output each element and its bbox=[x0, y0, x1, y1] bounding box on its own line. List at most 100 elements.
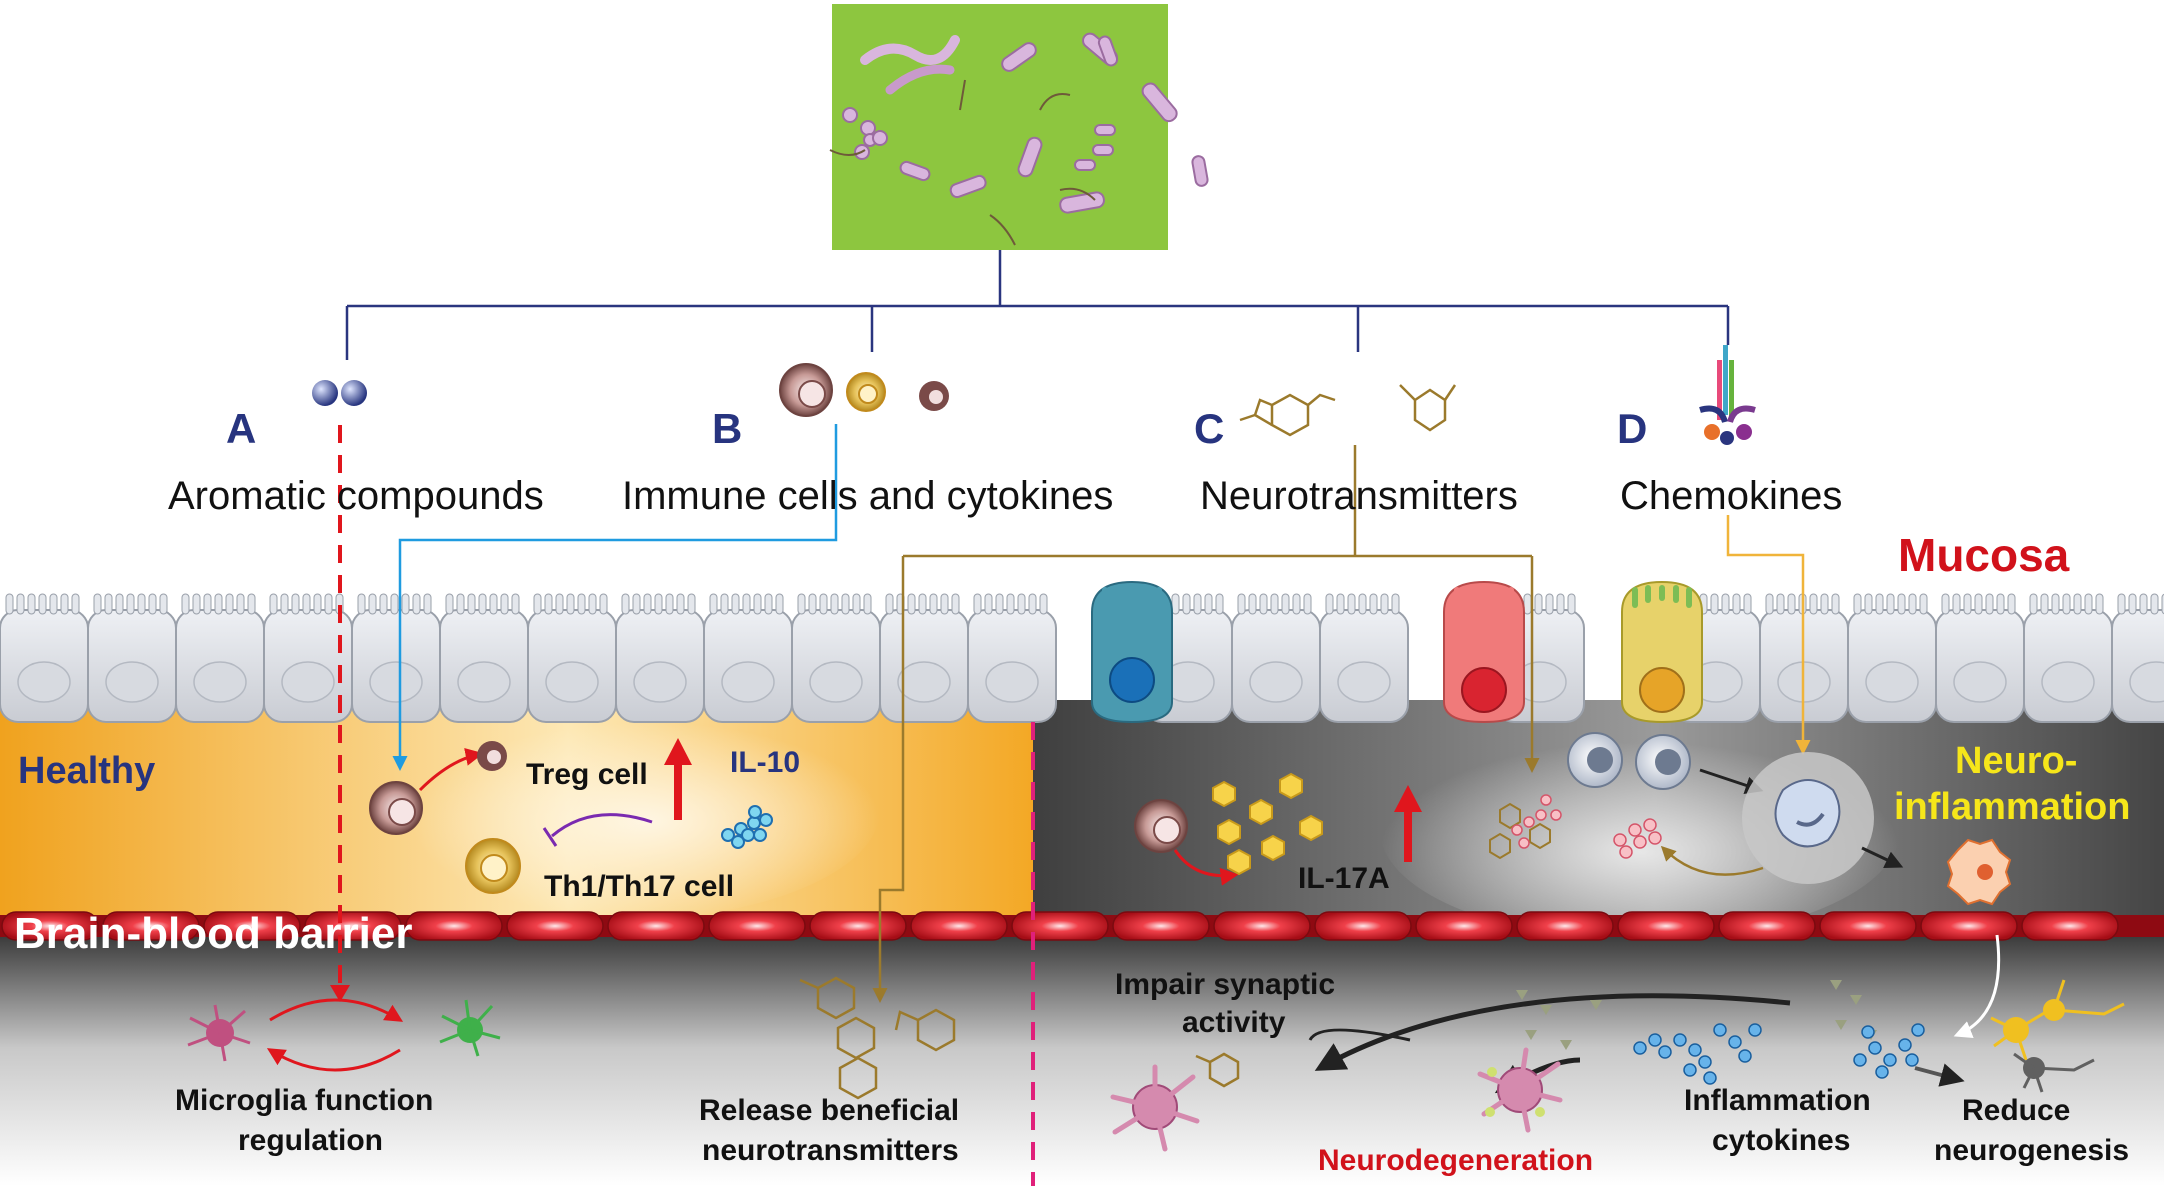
th-cell-label: Th1/Th17 cell bbox=[544, 870, 735, 903]
neuroinflammation-label-line1: Neuro- bbox=[1955, 740, 2078, 782]
chemokine-pathway-line bbox=[1726, 515, 1811, 755]
red-blood-cell bbox=[203, 911, 301, 941]
microglia-label-line2: regulation bbox=[238, 1124, 384, 1157]
differentiation-arrow bbox=[418, 748, 484, 792]
neurons-yellow bbox=[1990, 979, 2125, 1061]
triangle-particles bbox=[1516, 980, 1877, 1050]
neurotransmitter-brain bbox=[1195, 1052, 1240, 1088]
inhibition-line bbox=[551, 813, 653, 838]
inflammation-cytokine-particles bbox=[1633, 1023, 1925, 1085]
microglia-label-line1: Microglia function bbox=[175, 1084, 434, 1117]
red-blood-cell bbox=[1011, 911, 1109, 941]
cytokines-label-line2: cytokines bbox=[1712, 1124, 1851, 1157]
chemokine-receptor-icon bbox=[1699, 345, 1756, 445]
neuroinflammation-label-line2: inflammation bbox=[1894, 786, 2131, 828]
branch-d-letter: D bbox=[1617, 405, 1648, 452]
grey-immune-cells bbox=[1567, 732, 1691, 790]
cytokines-label-line1: Inflammation bbox=[1684, 1084, 1871, 1117]
microbiota-box bbox=[829, 4, 1209, 250]
enteroendocrine-cell-blue bbox=[1091, 580, 1173, 724]
il17a-label: IL-17A bbox=[1298, 862, 1390, 895]
impair-label-line2: activity bbox=[1182, 1006, 1286, 1039]
branch-a-letter: A bbox=[226, 405, 257, 452]
il17a-molecules bbox=[1212, 772, 1323, 876]
red-blood-cell bbox=[1516, 911, 1614, 941]
treg-cell bbox=[477, 741, 507, 771]
red-blood-cell bbox=[1415, 911, 1513, 941]
branch-c-letter: C bbox=[1194, 405, 1225, 452]
neurotransmitter-pathway-lines bbox=[872, 445, 1540, 1003]
branch-c-label: Neurotransmitters bbox=[1200, 474, 1518, 518]
red-blood-cell bbox=[1718, 911, 1816, 941]
neuron-neurodegeneration bbox=[1477, 1047, 1563, 1133]
neurotransmitter-cluster bbox=[1489, 794, 1562, 860]
neurogenesis-label-line2: neurogenesis bbox=[1934, 1134, 2130, 1167]
epithelial-cell bbox=[791, 593, 881, 723]
epithelial-cell bbox=[967, 593, 1057, 723]
epithelial-cell bbox=[703, 593, 793, 723]
red-blood-cell bbox=[102, 911, 200, 941]
neurotransmitter-icons bbox=[1239, 384, 1457, 437]
branch-d-label: Chemokines bbox=[1620, 474, 1843, 518]
epithelial-cell bbox=[879, 593, 969, 723]
epithelial-cell bbox=[351, 593, 441, 723]
epithelial-cell bbox=[175, 593, 265, 723]
blood-brain-barrier bbox=[1, 911, 2119, 941]
activated-microglia-cell bbox=[1946, 838, 2012, 906]
epithelial-cell bbox=[1935, 593, 2025, 723]
epithelial-cell bbox=[527, 593, 617, 723]
microglia-pink bbox=[187, 1004, 251, 1062]
il10-molecules bbox=[721, 805, 773, 849]
enteroendocrine-cell-yellow bbox=[1621, 580, 1703, 724]
red-blood-cell bbox=[809, 911, 907, 941]
red-blood-cell bbox=[1112, 911, 1210, 941]
red-blood-cell bbox=[708, 911, 806, 941]
epithelial-cell bbox=[87, 593, 177, 723]
epithelial-cell bbox=[2023, 593, 2113, 723]
epithelial-cell bbox=[0, 593, 89, 723]
th-cell bbox=[465, 838, 521, 894]
red-blood-cell bbox=[1314, 911, 1412, 941]
release-label-line2: neurotransmitters bbox=[702, 1134, 959, 1167]
impair-label-line1: Impair synaptic bbox=[1115, 968, 1336, 1001]
branch-b-label: Immune cells and cytokines bbox=[622, 474, 1114, 518]
red-blood-cell bbox=[607, 911, 705, 941]
branch-b-letter: B bbox=[712, 405, 743, 452]
healthy-label: Healthy bbox=[18, 750, 156, 792]
immune-pathway-line bbox=[392, 424, 838, 771]
red-blood-cell bbox=[910, 911, 1008, 941]
epithelial-cell bbox=[1319, 593, 1409, 723]
release-label-line1: Release beneficial bbox=[699, 1094, 960, 1127]
mucosa-label: Mucosa bbox=[1898, 529, 2070, 581]
immune-cell-healthy bbox=[369, 781, 423, 835]
red-blood-cell bbox=[2021, 911, 2119, 941]
red-blood-cell bbox=[506, 911, 604, 941]
bbb-label: Brain-blood barrier bbox=[14, 909, 413, 958]
epithelial-cell bbox=[263, 593, 353, 723]
immune-cell-inflamed bbox=[1134, 799, 1188, 853]
il10-up-arrow bbox=[664, 738, 692, 820]
epithelial-cell bbox=[2111, 593, 2164, 723]
branch-connector bbox=[345, 250, 1730, 360]
branch-a-label: Aromatic compounds bbox=[168, 474, 544, 518]
released-neurotransmitters bbox=[799, 976, 956, 1100]
red-blood-cell bbox=[405, 911, 503, 941]
red-blood-cell bbox=[1213, 911, 1311, 941]
immune-cell-icons bbox=[779, 363, 949, 417]
neurogenesis-label-line1: Reduce bbox=[1962, 1094, 2071, 1127]
epithelial-cell bbox=[1847, 593, 1937, 723]
synaptic-arrow bbox=[1314, 993, 1791, 1071]
il17a-up-arrow bbox=[1394, 785, 1422, 862]
neuron-pink-damaged bbox=[1110, 1064, 1200, 1152]
red-blood-cell bbox=[1, 911, 99, 941]
red-blood-cell bbox=[1819, 911, 1917, 941]
brain-region bbox=[0, 935, 2164, 1186]
red-blood-cell bbox=[304, 911, 402, 941]
macrophage-cell bbox=[1742, 752, 1874, 884]
treg-cell-label: Treg cell bbox=[526, 758, 648, 791]
red-blood-cell bbox=[1920, 911, 2018, 941]
epithelial-cell bbox=[1231, 593, 1321, 723]
epithelial-cell bbox=[439, 593, 529, 723]
red-blood-cell bbox=[1617, 911, 1715, 941]
